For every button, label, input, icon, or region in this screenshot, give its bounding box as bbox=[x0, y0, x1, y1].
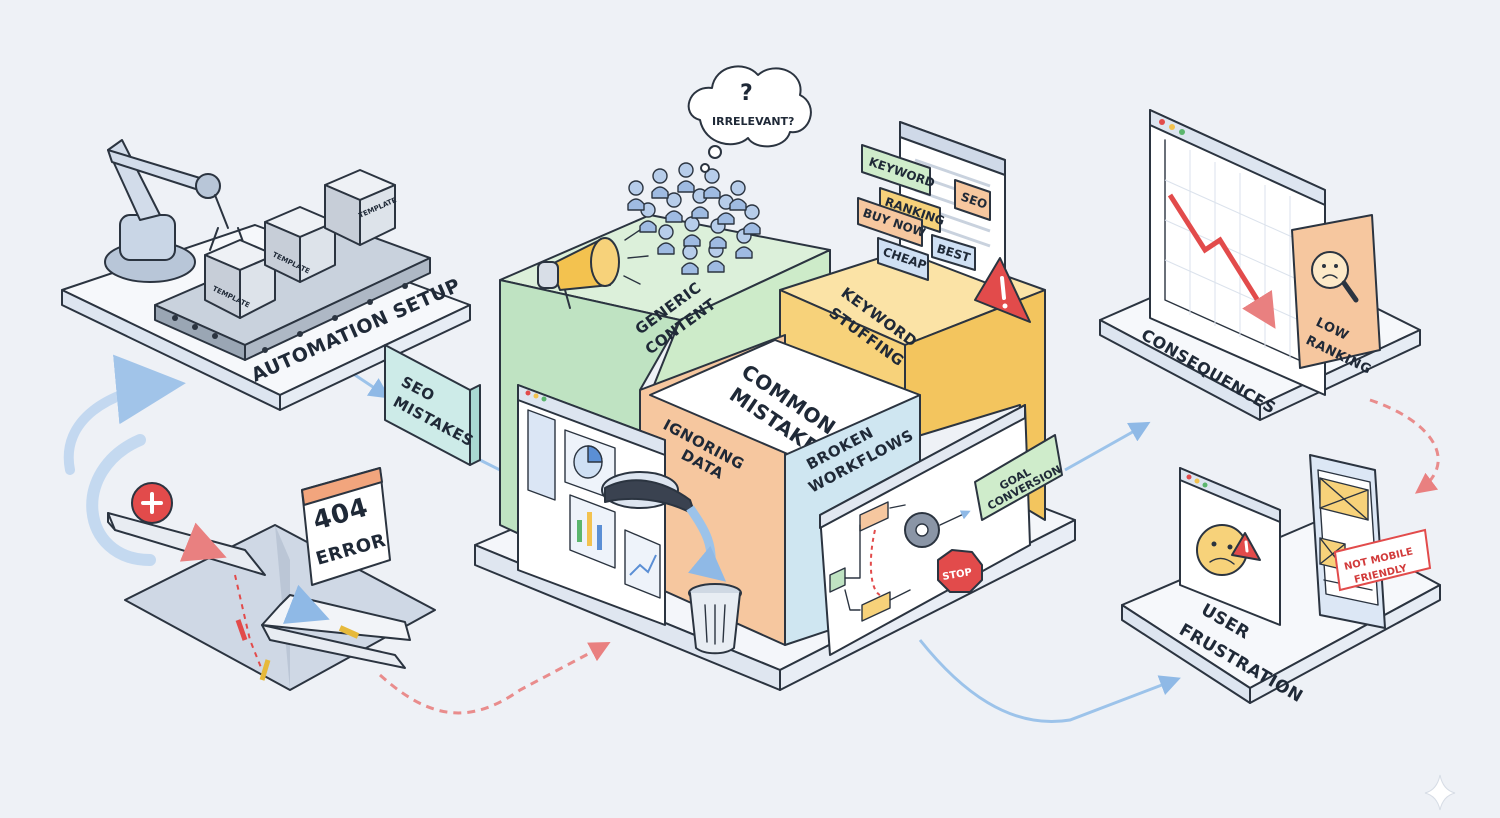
sparkle-icon bbox=[1424, 774, 1456, 811]
keyword-tag-best: BEST bbox=[931, 234, 976, 271]
line-chart-icon bbox=[624, 529, 661, 599]
low-ranking-card: LOW RANKING bbox=[1291, 214, 1381, 378]
trash-bin-icon bbox=[686, 505, 742, 655]
seo-mistakes-tag: SEO MISTAKES bbox=[384, 344, 481, 466]
template-box-3: TEMPLATE bbox=[324, 169, 398, 246]
crowd-icon bbox=[627, 162, 761, 275]
flow-arrows bbox=[63, 354, 1440, 723]
arrow-red-right bbox=[1369, 398, 1440, 494]
bar-chart-icon bbox=[569, 494, 616, 569]
template-box-1: TEMPLATE bbox=[204, 239, 276, 319]
pie-chart-icon bbox=[573, 445, 603, 479]
arrow-loop-up bbox=[63, 354, 186, 475]
sad-face-icon bbox=[1196, 524, 1248, 576]
analytics-dashboard-window bbox=[517, 384, 666, 626]
consequences-panel: LOW RANKING CONSEQUENCES bbox=[1099, 109, 1421, 421]
robot-arm-icon bbox=[104, 139, 247, 283]
keyword-tag-keyword: KEYWORD bbox=[861, 144, 937, 196]
arrow-loop-left bbox=[86, 434, 156, 566]
alert-icon bbox=[1231, 532, 1261, 561]
blindfold-icon bbox=[601, 471, 696, 516]
thought-bubble: ? IRRELEVANT? bbox=[687, 65, 812, 173]
workflow-diagram-window: STOP bbox=[819, 404, 1031, 656]
yellow-arrow-icon bbox=[338, 625, 360, 639]
template-box-2: TEMPLATE bbox=[264, 206, 336, 283]
downward-trend-arrow-icon bbox=[1167, 193, 1276, 329]
sad-magnifier-icon bbox=[1311, 251, 1359, 303]
stop-label: STOP bbox=[942, 567, 973, 583]
arrow-to-frustration bbox=[918, 639, 1181, 723]
stop-sign-icon: STOP bbox=[937, 549, 983, 593]
warning-icon bbox=[974, 257, 1031, 323]
arrow-to-consequences bbox=[1064, 421, 1151, 472]
irrelevant-label: IRRELEVANT? bbox=[712, 115, 794, 128]
gear-icon bbox=[904, 512, 940, 548]
falling-arrow-icon bbox=[235, 619, 248, 641]
user-frustration-panel: NOT MOBILE FRIENDLY USER FRUSTRATION bbox=[1121, 454, 1441, 707]
ranking-drop-chart-window bbox=[1149, 109, 1326, 396]
error-404-sign: 404 ERROR bbox=[301, 467, 391, 586]
megaphone-icon bbox=[537, 229, 649, 309]
frustrated-user-window bbox=[1179, 467, 1281, 626]
conveyor-belt-icon bbox=[154, 224, 431, 361]
automation-setup-panel: TEMPLATE TEMPLATE TEMPLATE AUTOMATION SE… bbox=[61, 139, 471, 411]
red-arrow-icon bbox=[179, 522, 227, 562]
arrow-red-bottom bbox=[378, 642, 611, 715]
keyword-tag-seo: SEO bbox=[954, 179, 991, 221]
broken-link-panel: 404 ERROR bbox=[107, 467, 436, 691]
falling-yellow-arrow-icon bbox=[259, 659, 271, 681]
question-mark: ? bbox=[740, 81, 753, 106]
error-x-icon bbox=[131, 482, 173, 524]
blue-arrow-icon bbox=[282, 584, 330, 624]
